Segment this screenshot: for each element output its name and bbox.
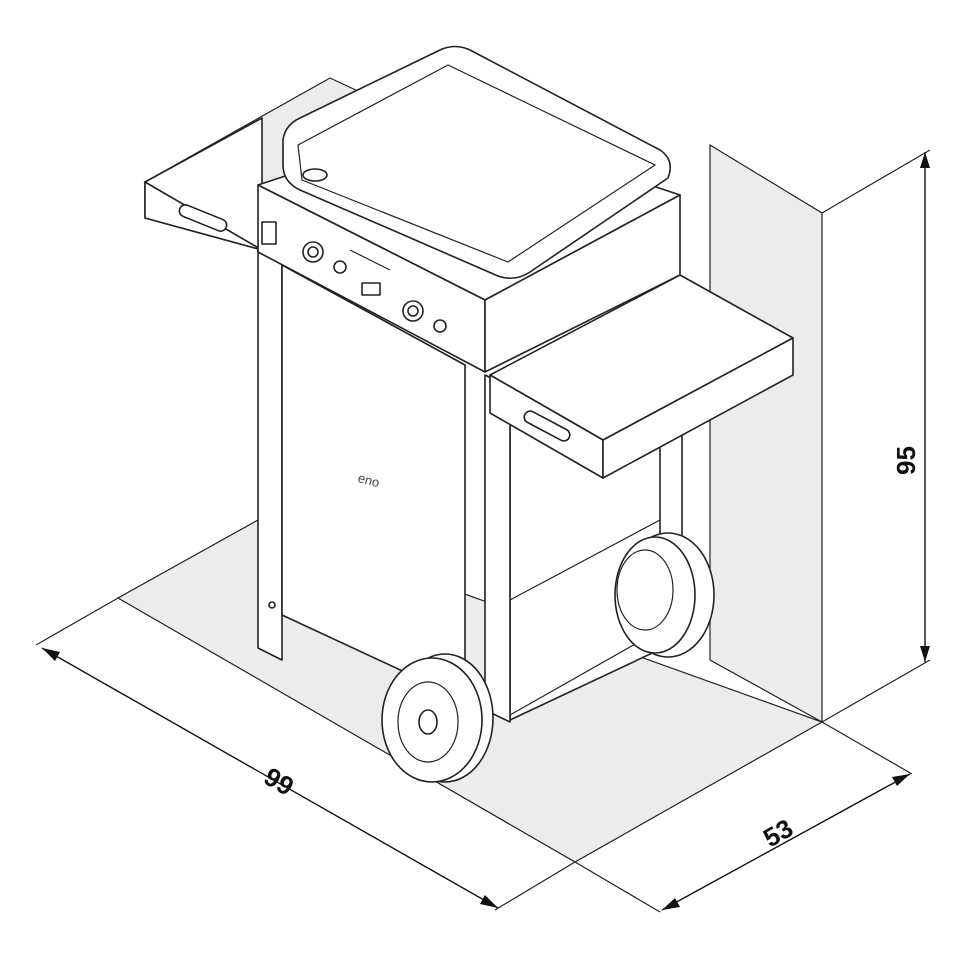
- height-extension-bottom: [821, 659, 931, 723]
- rear-wheel: [614, 532, 715, 658]
- grease-hole: [302, 168, 328, 182]
- griddle-plate: [282, 45, 671, 280]
- display-panel: [361, 282, 381, 296]
- wheel-hub: [418, 709, 438, 735]
- width-dimension-line: [41, 647, 499, 909]
- control-knob-right: [402, 300, 424, 322]
- height-label: 95: [891, 446, 921, 475]
- right-shelf-handle: [523, 410, 571, 442]
- right-side-shelf: [489, 274, 794, 479]
- height-dimension-line: [920, 152, 930, 662]
- brand-logo: eno: [356, 470, 381, 490]
- left-side-shelf: [144, 117, 263, 251]
- depth-extension-right: [821, 721, 913, 775]
- width-extension-left: [35, 597, 119, 646]
- depth-label: 53: [758, 813, 798, 853]
- back-wall: [709, 143, 823, 724]
- ignition-badge: [261, 221, 277, 245]
- front-wheel: [381, 653, 494, 783]
- height-extension-top: [821, 149, 931, 214]
- width-label: 99: [259, 761, 299, 801]
- depth-extension-left: [574, 861, 661, 913]
- ignition-button-right: [433, 319, 447, 333]
- control-knob-left: [302, 241, 324, 263]
- left-shelf-handle: [178, 204, 228, 232]
- ignition-button-left: [333, 260, 347, 274]
- depth-dimension-line: [661, 773, 911, 911]
- width-extension-right: [494, 861, 576, 911]
